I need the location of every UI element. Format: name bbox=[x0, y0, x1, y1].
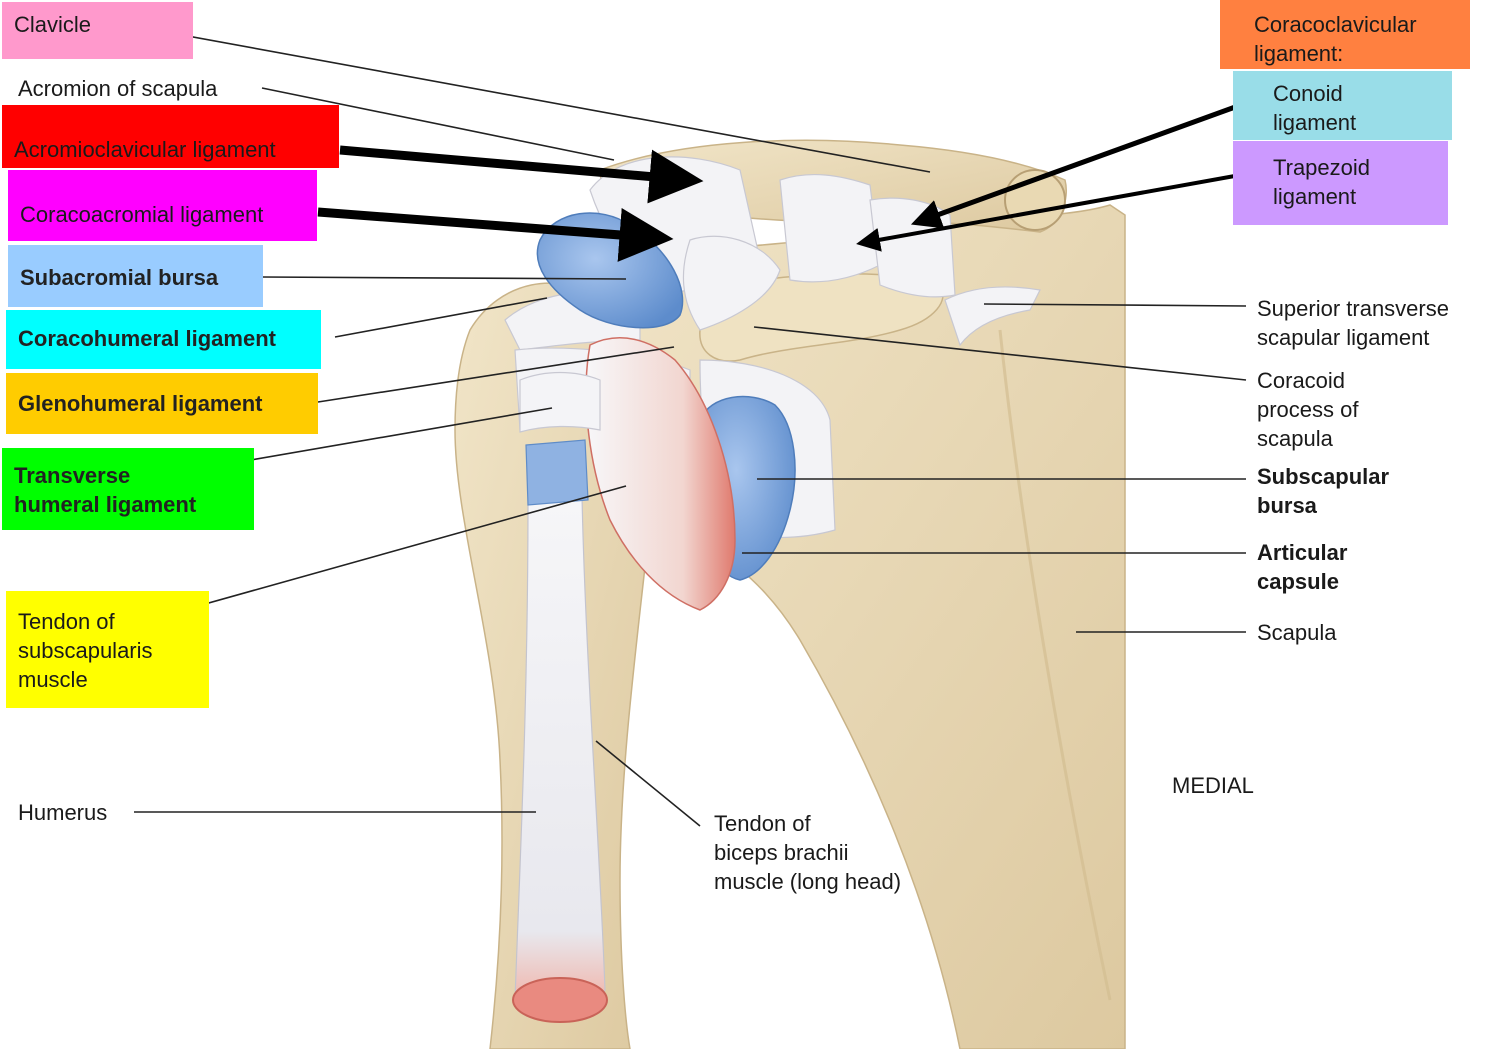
leader-lines bbox=[121, 23, 1247, 827]
label-articular-capsule: Articular capsule bbox=[1257, 540, 1348, 594]
label-subacromial-bursa: Subacromial bursa bbox=[8, 245, 263, 307]
subscapularis-muscle-shape bbox=[585, 337, 736, 611]
label-glenohumeral-text: Glenohumeral ligament bbox=[18, 391, 263, 416]
label-acromioclavicular-text: Acromioclavicular ligament bbox=[14, 137, 276, 162]
biceps-cut-end bbox=[512, 977, 608, 1023]
label-biceps-tendon: Tendon of biceps brachii muscle (long he… bbox=[714, 811, 902, 894]
label-trapezoid-text: Trapezoid ligament bbox=[1273, 155, 1371, 209]
label-conoid: Conoid ligament bbox=[1233, 71, 1452, 140]
label-subacromial-bursa-text: Subacromial bursa bbox=[20, 265, 219, 290]
label-coracoacromial-text: Coracoacromial ligament bbox=[20, 202, 264, 227]
label-subscapular-bursa: Subscapular bursa bbox=[1257, 464, 1390, 518]
coracoacromial-arrow bbox=[317, 207, 674, 262]
label-coracoid-process: Coracoid process of scapula bbox=[1257, 368, 1359, 451]
label-glenohumeral: Glenohumeral ligament bbox=[6, 373, 318, 434]
biceps-sheath-shape bbox=[525, 439, 589, 506]
acromioclavicular-arrow bbox=[339, 145, 704, 204]
label-scapula: Scapula bbox=[1257, 620, 1337, 645]
scapula-ridge bbox=[998, 329, 1112, 1001]
label-medial: MEDIAL bbox=[1172, 773, 1254, 798]
label-humerus: Humerus bbox=[18, 800, 108, 825]
label-acromion: Acromion of scapula bbox=[18, 76, 218, 101]
label-conoid-text: Conoid ligament bbox=[1273, 81, 1357, 135]
trapezoid-arrow bbox=[856, 168, 1269, 252]
label-transverse-humeral: Transverse humeral ligament bbox=[2, 448, 254, 530]
pointer-arrows bbox=[317, 95, 1269, 262]
label-acromioclavicular: Acromioclavicular ligament bbox=[2, 105, 339, 168]
transverse-humeral-band bbox=[519, 371, 601, 433]
label-coracohumeral-text: Coracohumeral ligament bbox=[18, 326, 276, 351]
conoid-arrow bbox=[910, 95, 1261, 229]
label-clavicle: Clavicle bbox=[2, 2, 193, 59]
label-clavicle-text: Clavicle bbox=[14, 12, 92, 37]
label-coracoacromial: Coracoacromial ligament bbox=[8, 170, 317, 241]
label-coracoclavicular-text: Coracoclavicular ligament: bbox=[1254, 12, 1417, 66]
label-coracohumeral: Coracohumeral ligament bbox=[6, 310, 321, 369]
label-tendon-subscapularis-text: Tendon of subscapularis muscle bbox=[18, 609, 153, 692]
label-trapezoid: Trapezoid ligament bbox=[1233, 141, 1448, 225]
label-coracoclavicular: Coracoclavicular ligament: bbox=[1220, 0, 1470, 69]
label-transverse-humeral-text: Transverse humeral ligament bbox=[14, 463, 197, 517]
label-superior-transverse: Superior transverse scapular ligament bbox=[1257, 296, 1449, 350]
label-tendon-subscapularis: Tendon of subscapularis muscle bbox=[6, 591, 209, 708]
